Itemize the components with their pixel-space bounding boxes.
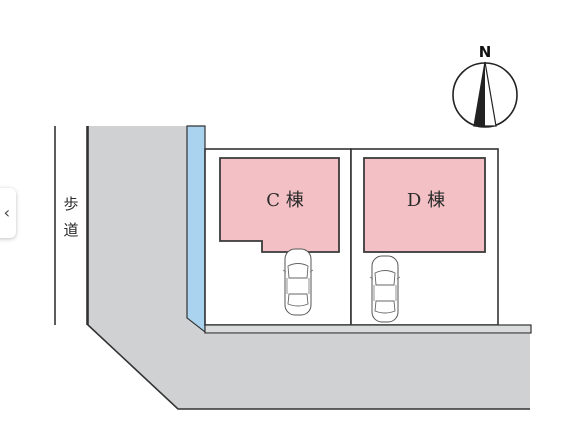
parking-car-d-icon (369, 255, 401, 323)
previous-image-button[interactable]: ‹ (0, 188, 16, 238)
waterway-strip (186, 125, 206, 334)
building-c (219, 157, 340, 253)
building-d-label: D 棟 (407, 190, 445, 211)
parking-car-c-icon (282, 248, 314, 316)
lot-frontage-strip (204, 324, 532, 334)
compass-north-label: N (479, 43, 492, 61)
building-d (363, 157, 486, 253)
sidewalk-label-2: 道 (63, 221, 78, 239)
north-compass-icon: N (452, 43, 518, 128)
sidewalk-label-1: 歩 (63, 195, 78, 213)
road-area (88, 126, 530, 409)
chevron-left-icon: ‹ (3, 203, 10, 222)
road-outer-edge (87, 126, 530, 410)
building-c-label: C 棟 (266, 190, 304, 211)
